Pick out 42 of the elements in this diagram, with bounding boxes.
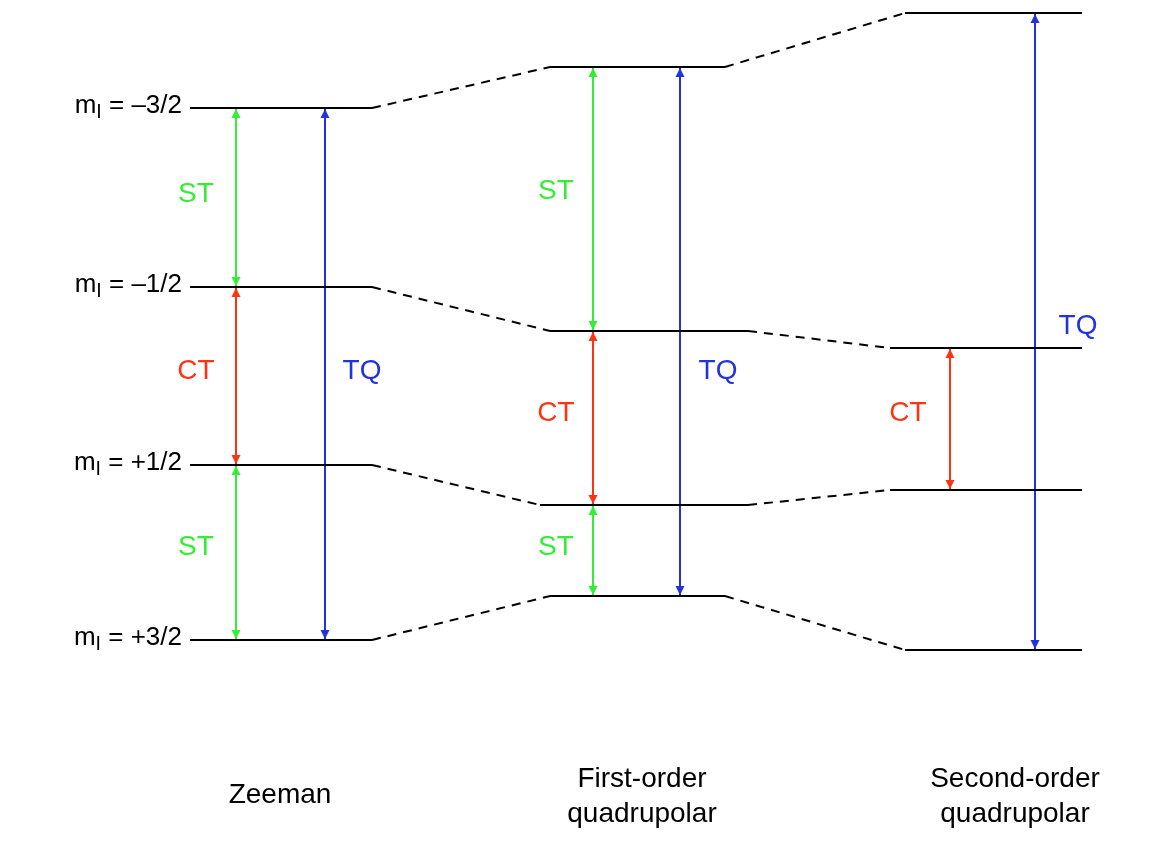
dashed-connector [371, 286, 551, 332]
dashed-connector [371, 595, 551, 641]
energy-level-line [905, 12, 1082, 14]
transition-arrow [231, 108, 241, 287]
transition-label: ST [538, 176, 574, 204]
transition-arrow [588, 331, 598, 505]
transition-label: TQ [698, 356, 738, 384]
transition-arrow [1030, 13, 1040, 650]
transition-label: ST [178, 532, 214, 560]
spin-state-label: m$_{I}$ = –3/2 [73, 91, 182, 117]
energy-level-line [190, 464, 372, 466]
column-caption: Second-order quadrupolar [929, 761, 1101, 830]
transition-arrow [231, 465, 241, 640]
transition-label: CT [537, 398, 575, 426]
transition-label: TQ [1058, 311, 1098, 339]
transition-arrow [320, 108, 330, 640]
dashed-connector [371, 66, 551, 109]
energy-level-line [550, 330, 748, 332]
energy-level-line [550, 66, 725, 68]
transition-arrow [588, 67, 598, 331]
transition-arrow [945, 348, 955, 490]
transition-label: ST [178, 179, 214, 207]
transition-arrow [231, 287, 241, 465]
transition-label: TQ [342, 356, 382, 384]
transition-label: CT [889, 398, 927, 426]
transition-label: CT [177, 356, 215, 384]
energy-level-line [190, 639, 372, 641]
spin-state-label: m$_{I}$ = +3/2 [72, 623, 182, 649]
energy-level-line [890, 347, 1082, 349]
energy-level-line [190, 107, 372, 109]
transition-label: ST [538, 532, 574, 560]
transition-arrow [588, 505, 598, 596]
column-caption: Zeeman [227, 777, 333, 811]
transition-arrow [675, 67, 685, 596]
spin-state-label: m$_{I}$ = –1/2 [73, 270, 182, 296]
energy-level-line [190, 286, 372, 288]
energy-level-line [905, 649, 1082, 651]
energy-level-line [540, 504, 748, 506]
energy-level-line [890, 489, 1082, 491]
spin-state-label: m$_{I}$ = +1/2 [72, 448, 182, 474]
energy-level-line [550, 595, 725, 597]
column-caption: First-order quadrupolar [566, 761, 718, 830]
